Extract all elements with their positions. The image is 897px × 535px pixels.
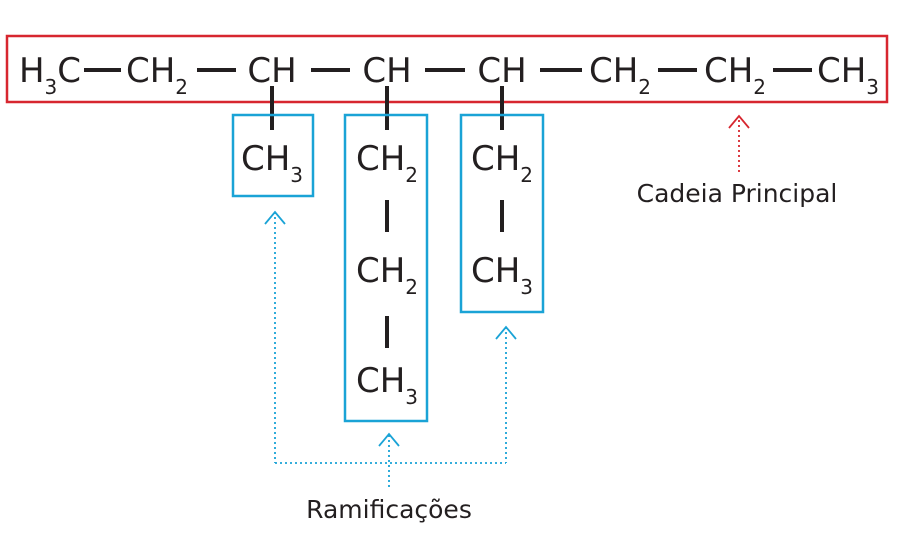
chain-group-7: CH2 <box>704 51 766 99</box>
chain-group-4: CH <box>362 51 411 91</box>
branch-bonds <box>270 86 504 348</box>
main-chain-label: Cadeia Principal <box>637 179 838 208</box>
branch-3-group-1: CH2 <box>471 139 533 187</box>
branch-2-group-2: CH2 <box>356 251 418 299</box>
branch-arrow-2-head <box>378 432 400 447</box>
chain-group-1: H3C <box>19 51 81 99</box>
branch-arrows <box>264 210 517 488</box>
branch-arrow-3-head <box>495 325 517 340</box>
main-chain-arrow <box>728 114 750 172</box>
chain-group-8: CH3 <box>817 51 879 99</box>
main-arrow-head <box>728 114 750 129</box>
branches-label: Ramificações <box>306 495 472 524</box>
branches: CH3 CH2 CH2 CH3 CH2 CH3 <box>241 139 533 409</box>
main-chain: H3C CH2 CH CH CH CH2 CH2 CH3 <box>19 51 879 99</box>
chain-group-2: CH2 <box>126 51 188 99</box>
chain-group-6: CH2 <box>589 51 651 99</box>
branch-2-group-1: CH2 <box>356 139 418 187</box>
branch-1-group-1: CH3 <box>241 139 303 187</box>
branch-box-2 <box>343 113 429 423</box>
chain-group-5: CH <box>477 51 526 91</box>
branch-box-1 <box>231 113 315 198</box>
branch-box-3 <box>459 113 545 314</box>
chain-group-3: CH <box>247 51 296 91</box>
branch-2-group-3: CH3 <box>356 361 418 409</box>
main-chain-box <box>5 34 889 104</box>
branch-3-group-2: CH3 <box>471 251 533 299</box>
branch-arrow-1-head <box>264 210 286 225</box>
